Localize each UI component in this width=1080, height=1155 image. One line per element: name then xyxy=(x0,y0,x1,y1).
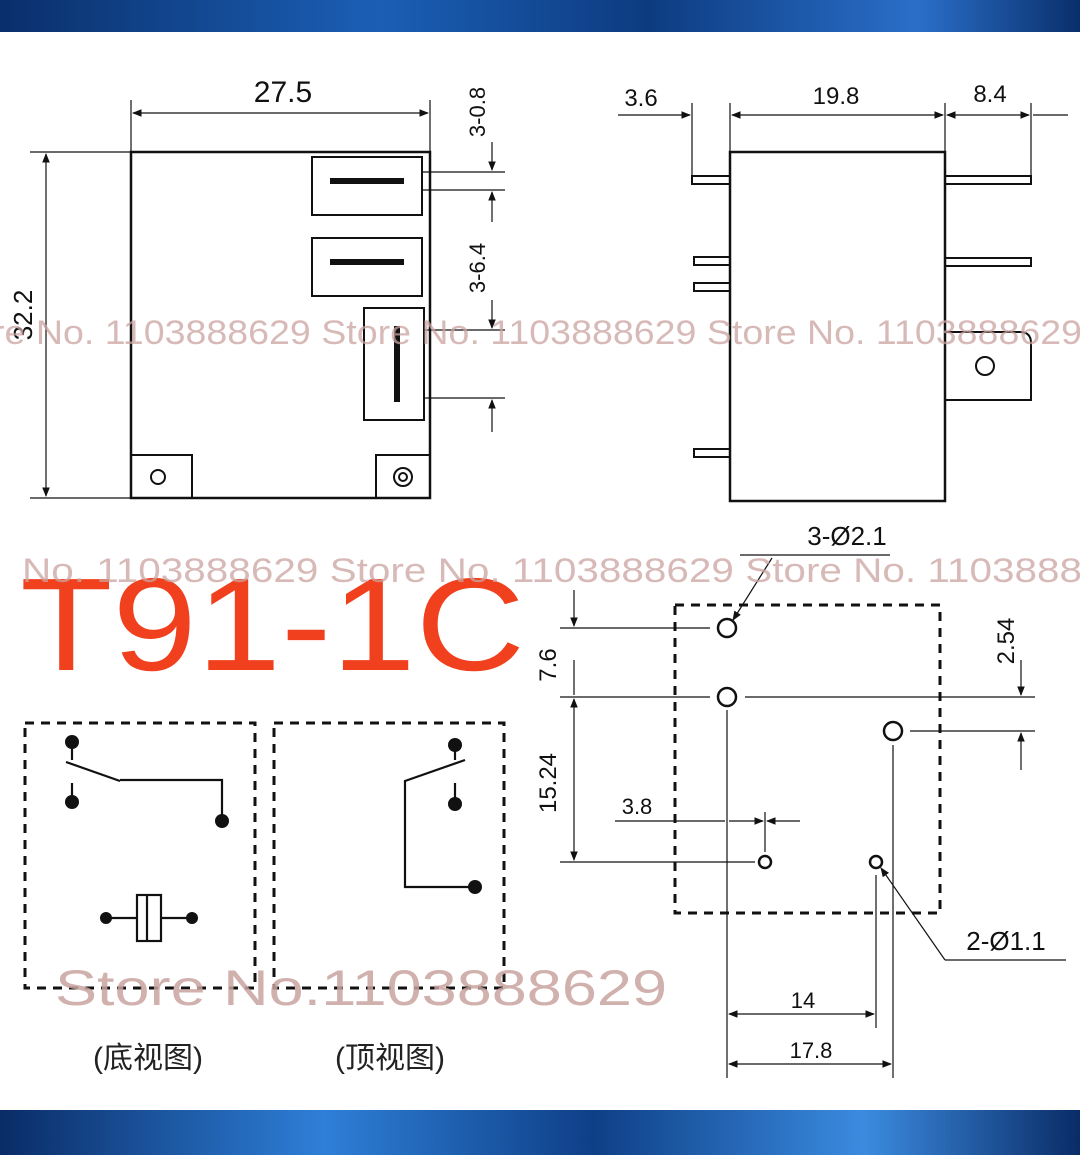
tab-pitch-label: 3-6.4 xyxy=(465,243,490,293)
bottom-decorative-band xyxy=(0,1110,1080,1155)
side-view xyxy=(618,103,1068,503)
dim-2-54-label: 2.54 xyxy=(993,618,1020,665)
dim-15-24-label: 15.24 xyxy=(535,753,562,813)
dim-7-6-label: 7.6 xyxy=(535,648,562,681)
top-view-label: (顶视图) xyxy=(335,1042,445,1075)
front-width-label: 27.5 xyxy=(254,76,312,109)
bottom-view-schematic xyxy=(23,721,257,990)
large-holes-label: 3-Ø2.1 xyxy=(807,521,887,551)
tab-pitch-top-label: 3-0.8 xyxy=(465,87,490,137)
watermark-row-3: Store No.1103888629 xyxy=(55,960,667,1016)
dim-3-8-label: 3.8 xyxy=(622,794,653,819)
top-decorative-band xyxy=(0,0,1080,32)
small-holes-label: 2-Ø1.1 xyxy=(966,926,1046,956)
front-height-label: 32.2 xyxy=(8,290,38,341)
dim-17-8-label: 17.8 xyxy=(790,1038,833,1063)
watermark-row-2: No. 1103888629 Store No. 1103888629 Stor… xyxy=(22,552,1080,590)
watermark-row-1: re No. 1103888629 Store No. 1103888629 S… xyxy=(0,314,1080,352)
pcb-layout xyxy=(560,554,1066,1078)
top-view-schematic xyxy=(272,721,506,990)
dim-14-label: 14 xyxy=(791,988,815,1013)
side-middle-label: 19.8 xyxy=(813,83,860,110)
side-right-label: 8.4 xyxy=(973,81,1006,108)
model-title: T91-1C xyxy=(20,551,525,698)
side-left-label: 3.6 xyxy=(624,85,657,112)
front-view xyxy=(30,100,505,500)
bottom-view-label: (底视图) xyxy=(93,1042,203,1075)
